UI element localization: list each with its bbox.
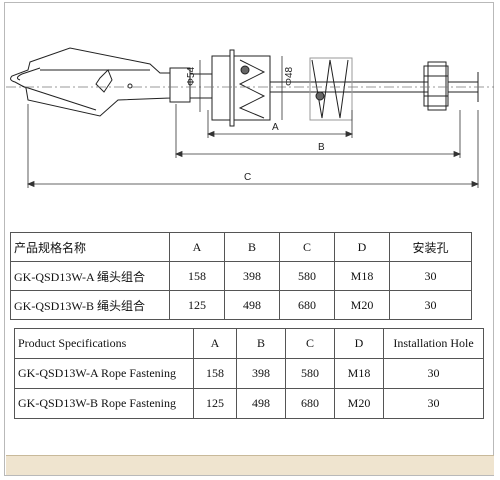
header-cell: D — [334, 328, 384, 359]
table-cell: M18 — [334, 358, 384, 389]
header-cell: B — [236, 328, 286, 359]
table-cell: GK-QSD13W-B 绳头组合 — [10, 290, 170, 320]
table-cell: 125 — [193, 388, 237, 419]
table-cell: 30 — [389, 261, 472, 291]
dim-c-label: C — [244, 172, 251, 183]
header-cell: Installation Hole — [383, 328, 484, 359]
wedge-socket-body — [10, 47, 171, 117]
header-cell: A — [169, 232, 225, 262]
flange-plate — [211, 55, 231, 121]
table-cell: 680 — [285, 388, 335, 419]
header-cell: B — [224, 232, 280, 262]
table-cell: 580 — [285, 358, 335, 389]
hex-nut — [423, 65, 449, 107]
header-cell: D — [334, 232, 390, 262]
dim-b-label: B — [318, 142, 325, 153]
rope-fastening-drawing: Φ54 Φ48 A B C — [6, 47, 494, 188]
table-cell: M18 — [334, 261, 390, 291]
table-cell: 125 — [169, 290, 225, 320]
table-cell: M20 — [334, 290, 390, 320]
table-cell: 498 — [236, 388, 286, 419]
table-cell: 158 — [169, 261, 225, 291]
table-header-row: Product Specifications A B C D Installat… — [14, 328, 484, 359]
dim-phi48-label: Φ48 — [284, 66, 295, 86]
footer-bar — [6, 455, 494, 475]
table-header-row: 产品规格名称 A B C D 安装孔 — [10, 232, 472, 262]
spec-table-chinese: 产品规格名称 A B C D 安装孔 GK-QSD13W-A 绳头组合 158 … — [10, 232, 472, 320]
compression-spring — [311, 59, 349, 119]
header-cell: C — [279, 232, 335, 262]
table-cell: 498 — [224, 290, 280, 320]
table-cell: 580 — [279, 261, 335, 291]
spec-table-english: Product Specifications A B C D Installat… — [14, 328, 484, 419]
header-cell: C — [285, 328, 335, 359]
table-cell: 398 — [236, 358, 286, 389]
wedge-clip — [95, 69, 113, 93]
table-cell: GK-QSD13W-A 绳头组合 — [10, 261, 170, 291]
table-cell: GK-QSD13W-A Rope Fastening — [14, 358, 194, 389]
table-cell: 30 — [383, 358, 484, 389]
table-row: GK-QSD13W-B 绳头组合 125 498 680 M20 30 — [10, 290, 472, 320]
dim-phi54-label: Φ54 — [186, 66, 197, 86]
table-row: GK-QSD13W-A 绳头组合 158 398 580 M18 30 — [10, 261, 472, 291]
header-cell: A — [193, 328, 237, 359]
table-cell: 398 — [224, 261, 280, 291]
table-row: GK-QSD13W-A Rope Fastening 158 398 580 M… — [14, 358, 484, 389]
table-cell: GK-QSD13W-B Rope Fastening — [14, 388, 194, 419]
header-cell: Product Specifications — [14, 328, 194, 359]
table-cell: 30 — [389, 290, 472, 320]
header-cell: 产品规格名称 — [10, 232, 170, 262]
table-cell: 158 — [193, 358, 237, 389]
header-cell: 安装孔 — [389, 232, 472, 262]
table-cell: 680 — [279, 290, 335, 320]
table-cell: 30 — [383, 388, 484, 419]
table-row: GK-QSD13W-B Rope Fastening 125 498 680 M… — [14, 388, 484, 419]
table-cell: M20 — [334, 388, 384, 419]
spring-housing — [233, 55, 271, 121]
dim-a-label: A — [272, 122, 279, 133]
